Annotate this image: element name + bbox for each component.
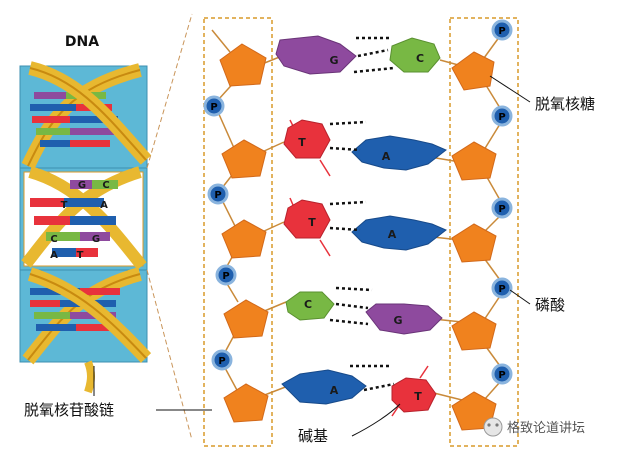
base-pair-4: C G (286, 288, 442, 334)
sugar-right-1 (452, 52, 494, 90)
phosphate-right-3: P (493, 199, 511, 217)
phosphate-left-2: P (209, 185, 227, 203)
inset-base-a: A (100, 200, 108, 211)
helix-panel-top (20, 66, 147, 168)
phosphate-right-2: P (493, 107, 511, 125)
label-deoxyribose: 脱氧核糖 (535, 95, 595, 113)
base-pair-3: T A (284, 200, 446, 250)
base-label-g1: G (329, 54, 338, 67)
sugar-left-3 (222, 220, 266, 258)
sugar-right-3 (452, 224, 496, 262)
svg-text:P: P (498, 26, 505, 37)
svg-text:P: P (498, 370, 505, 381)
hydrogen-bonds-4 (330, 288, 372, 324)
sugar-left-5 (224, 384, 268, 422)
base-pair-5: A T (282, 366, 436, 412)
inset-base-c: C (102, 180, 109, 191)
svg-text:P: P (218, 356, 225, 367)
inset-base-g2: G (92, 234, 100, 245)
watermark: 格致论道讲坛 (484, 418, 585, 436)
svg-text:P: P (498, 204, 505, 215)
base-label-a2: A (382, 150, 391, 163)
svg-text:P: P (214, 190, 221, 201)
phosphate-left-4: P (213, 351, 231, 369)
wechat-icon (484, 418, 502, 436)
base-label-g4: G (393, 314, 402, 327)
watermark-text: 格致论道讲坛 (507, 420, 585, 436)
hydrogen-bonds-1 (354, 38, 394, 72)
sugar-right-4 (452, 312, 496, 350)
base-guanine-1 (276, 36, 356, 74)
sugar-left-1 (220, 44, 266, 86)
dna-helix-inset: DNA (20, 14, 192, 440)
deoxyribose-leader (490, 76, 530, 102)
sugar-left-2 (222, 140, 266, 178)
base-guanine-4 (366, 304, 442, 334)
base-thymine-3 (284, 200, 330, 238)
svg-text:P: P (498, 284, 505, 295)
label-base: 碱基 (298, 427, 328, 445)
phosphate-left-1: P (205, 97, 223, 115)
sugar-left-4 (224, 300, 268, 338)
label-phosphate: 磷酸 (535, 296, 565, 314)
inset-base-t2: T (77, 250, 84, 261)
zoom-line-bottom (147, 270, 192, 440)
base-pair-2: T A (284, 120, 446, 170)
phosphate-right-5: P (493, 365, 511, 383)
base-adenine-5 (282, 370, 366, 404)
svg-text:P: P (498, 112, 505, 123)
phosphate-leader (510, 290, 530, 304)
inset-base-c2: C (50, 234, 57, 245)
svg-text:P: P (210, 102, 217, 113)
dna-title: DNA (65, 34, 99, 50)
base-pairs: G C T A T A (276, 36, 446, 412)
inset-base-t: T (61, 200, 68, 211)
sugar-right-2 (452, 142, 496, 180)
phosphate-right-1: P (493, 21, 511, 39)
base-label-t2: T (298, 136, 306, 149)
base-label-c1: C (416, 52, 424, 65)
base-label-t3: T (308, 216, 316, 229)
base-leader (352, 404, 400, 436)
phosphate-left-3: P (217, 266, 235, 284)
zoom-line-top (147, 14, 192, 168)
helix-panel-bottom (20, 270, 147, 392)
base-label-a3: A (388, 228, 397, 241)
helix-panel-middle: G C T A C G A T (20, 168, 147, 270)
base-label-a5: A (330, 384, 339, 397)
base-label-c4: C (304, 298, 312, 311)
inset-base-a2: A (50, 250, 58, 261)
base-adenine-2 (352, 136, 446, 170)
base-adenine-3 (352, 216, 446, 250)
phosphate-right-4: P (493, 279, 511, 297)
label-nucleotide-chain: 脱氧核苷酸链 (24, 401, 114, 419)
base-pair-1: G C (276, 36, 440, 74)
inset-base-g: G (78, 180, 86, 191)
svg-text:P: P (222, 271, 229, 282)
base-thymine-2 (284, 120, 330, 158)
base-label-t5: T (414, 390, 422, 403)
